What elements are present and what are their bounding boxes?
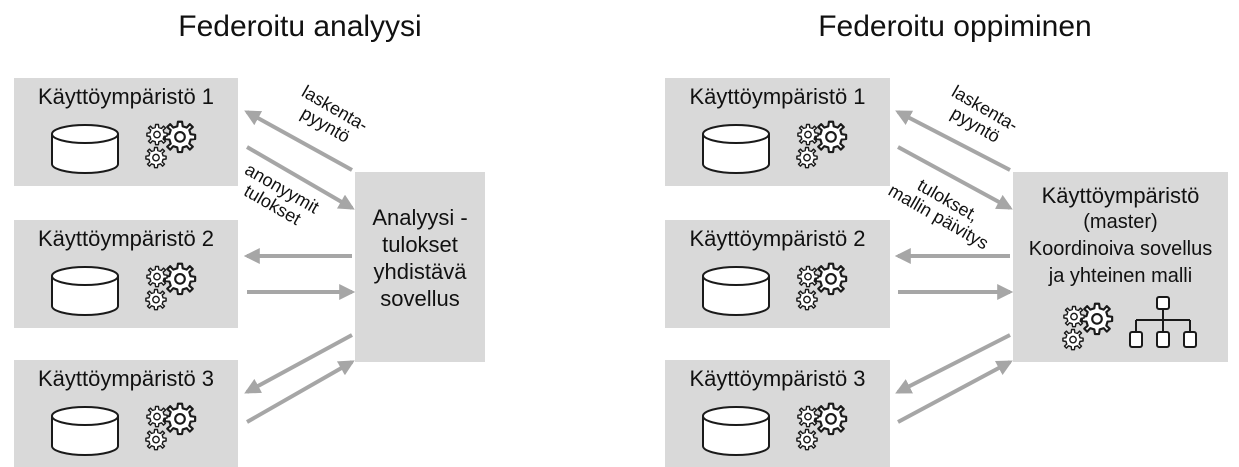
left-center-line-2: tulokset bbox=[382, 232, 458, 257]
left-environment-3-label: Käyttöympäristö 3 bbox=[37, 366, 215, 391]
gears-icon bbox=[1057, 300, 1117, 356]
left-environment-1-label: Käyttöympäristö 1 bbox=[37, 84, 215, 109]
left-environment-1-box: Käyttöympäristö 1 bbox=[14, 78, 238, 186]
left-center-line-3: yhdistävä bbox=[373, 259, 467, 284]
right-request-label: laskenta- pyyntö bbox=[923, 73, 1037, 161]
gears-icon bbox=[791, 118, 851, 174]
database-icon bbox=[51, 406, 119, 456]
database-icon bbox=[51, 124, 119, 174]
right-diagram-title: Federoitu oppiminen bbox=[818, 10, 1092, 43]
right-request-arrow-3 bbox=[895, 333, 1011, 394]
left-diagram-title: Federoitu analyysi bbox=[178, 10, 422, 43]
left-results-arrow-3 bbox=[246, 360, 355, 424]
left-request-label: laskenta- pyyntö bbox=[273, 73, 387, 161]
gears-icon bbox=[140, 260, 200, 316]
right-results-arrow-3 bbox=[897, 360, 1013, 424]
gears-icon bbox=[791, 400, 851, 456]
gears-icon bbox=[140, 118, 200, 174]
database-icon bbox=[702, 124, 770, 174]
left-environment-2-box: Käyttöympäristö 2 bbox=[14, 220, 238, 328]
right-environment-3-label: Käyttöympäristö 3 bbox=[689, 366, 866, 391]
hierarchy-icon bbox=[1129, 296, 1197, 348]
left-center-box: Analyysi - tulokset yhdistävä sovellus bbox=[355, 172, 485, 362]
right-center-text: Käyttöympäristö (master) Koordinoiva sov… bbox=[1013, 182, 1228, 290]
right-environment-1-box: Käyttöympäristö 1 bbox=[665, 78, 890, 186]
left-environment-2-label: Käyttöympäristö 2 bbox=[37, 226, 215, 251]
gears-icon bbox=[791, 260, 851, 316]
right-environment-1-label: Käyttöympäristö 1 bbox=[689, 84, 866, 109]
left-center-text: Analyysi - tulokset yhdistävä sovellus bbox=[355, 204, 485, 312]
left-request-arrow-3 bbox=[244, 333, 353, 394]
database-icon bbox=[702, 406, 770, 456]
right-results-label: tulokset, mallin päivitys bbox=[869, 155, 1018, 263]
right-environment-2-label: Käyttöympäristö 2 bbox=[689, 226, 866, 251]
left-center-line-1: Analyysi - bbox=[372, 205, 468, 230]
right-center-line-3: Koordinoiva sovellus bbox=[1028, 238, 1213, 260]
right-environment-3-box: Käyttöympäristö 3 bbox=[665, 360, 890, 467]
right-center-line-1: Käyttöympäristö bbox=[1041, 183, 1200, 208]
left-environment-3-box: Käyttöympäristö 3 bbox=[14, 360, 238, 467]
right-center-box: Käyttöympäristö (master) Koordinoiva sov… bbox=[1013, 172, 1228, 362]
database-icon bbox=[51, 266, 119, 316]
right-environment-2-box: Käyttöympäristö 2 bbox=[665, 220, 890, 328]
left-center-line-4: sovellus bbox=[380, 286, 460, 311]
database-icon bbox=[702, 266, 770, 316]
right-center-line-4: ja yhteinen malli bbox=[1048, 265, 1193, 287]
right-center-line-2: (master) bbox=[1083, 211, 1158, 233]
gears-icon bbox=[140, 400, 200, 456]
